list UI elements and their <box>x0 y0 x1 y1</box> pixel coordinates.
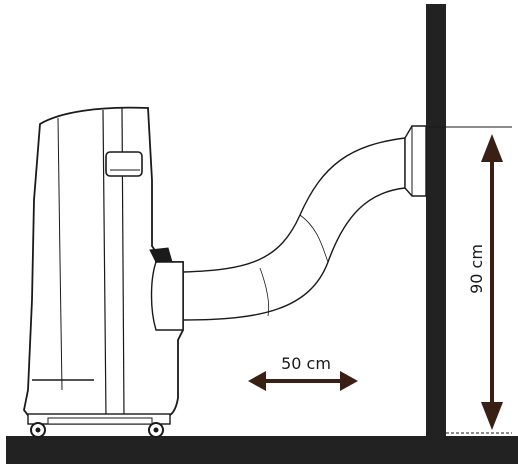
portable-air-conditioner <box>23 106 184 425</box>
wall-adapter <box>404 125 427 197</box>
right-arrowhead <box>340 371 358 391</box>
caster-wheels <box>30 422 164 438</box>
floor <box>6 436 518 464</box>
left-arrowhead <box>248 371 266 391</box>
bottom-arrowhead <box>481 402 503 430</box>
horizontal-dimension-label: 50 cm <box>281 354 331 373</box>
exhaust-hose <box>182 137 406 321</box>
vertical-dimension: 90 cm <box>467 134 503 430</box>
top-arrowhead <box>481 134 503 162</box>
horizontal-dimension: 50 cm <box>248 354 358 391</box>
vertical-dimension-label: 90 cm <box>467 244 486 294</box>
wall <box>426 4 446 436</box>
